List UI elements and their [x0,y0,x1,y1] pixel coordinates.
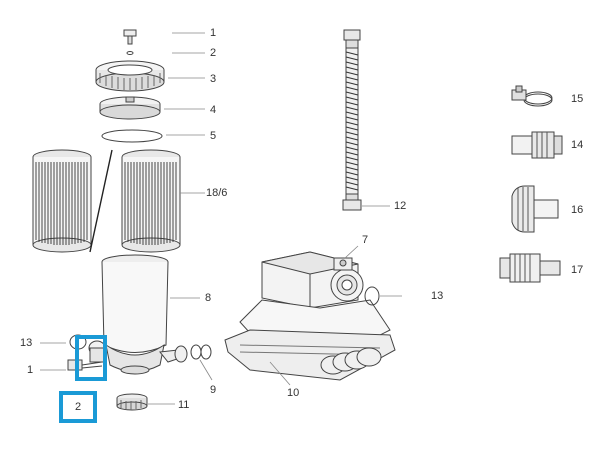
callout-9: 9 [210,384,217,396]
highlighted-part-box[interactable] [75,335,107,381]
callout-2-top: 2 [210,47,217,59]
callout-7: 7 [362,234,369,246]
hose-adapter-part [511,131,563,159]
callout-18-6: 18/6 [206,187,228,199]
callout-12: 12 [394,200,407,212]
callout-16: 16 [571,204,584,216]
pump-hose-coil-part [320,347,382,375]
filter-lid-part [99,96,161,120]
callout-13-left: 13 [20,337,33,349]
filter-housing-part [101,254,169,375]
callout-13-right: 13 [431,290,444,302]
callout-4: 4 [210,104,217,116]
highlighted-callout-2: 2 [75,401,82,413]
callout-8: 8 [205,292,212,304]
small-o-ring-part [126,51,134,55]
callout-14: 14 [571,139,584,151]
lid-gasket-part [101,129,163,143]
pump-motor-part [330,257,364,302]
callout-1-left: 1 [27,364,34,376]
filter-cartridge-right-part [121,149,181,253]
callout-17: 17 [571,264,584,276]
highlighted-label-box[interactable]: 2 [59,391,97,423]
callout-5: 5 [210,130,217,142]
pump-o-ring-part [364,286,380,306]
callout-11: 11 [178,399,190,411]
hose-clamp-part [511,85,553,107]
outlet-elbow-part [159,344,212,363]
lock-ring-part [95,60,165,92]
strainer-connector-part [511,185,559,233]
pump-base-part [224,251,396,381]
connection-hose-part [342,29,362,211]
callout-1-top: 1 [210,27,217,39]
callout-3: 3 [210,73,217,85]
inlet-connector-part [499,253,561,283]
callout-15: 15 [571,93,584,105]
drain-plug-part [116,393,148,411]
air-release-valve-part [123,29,137,45]
callout-10: 10 [287,387,300,399]
filter-cartridge-left-part [32,149,92,253]
